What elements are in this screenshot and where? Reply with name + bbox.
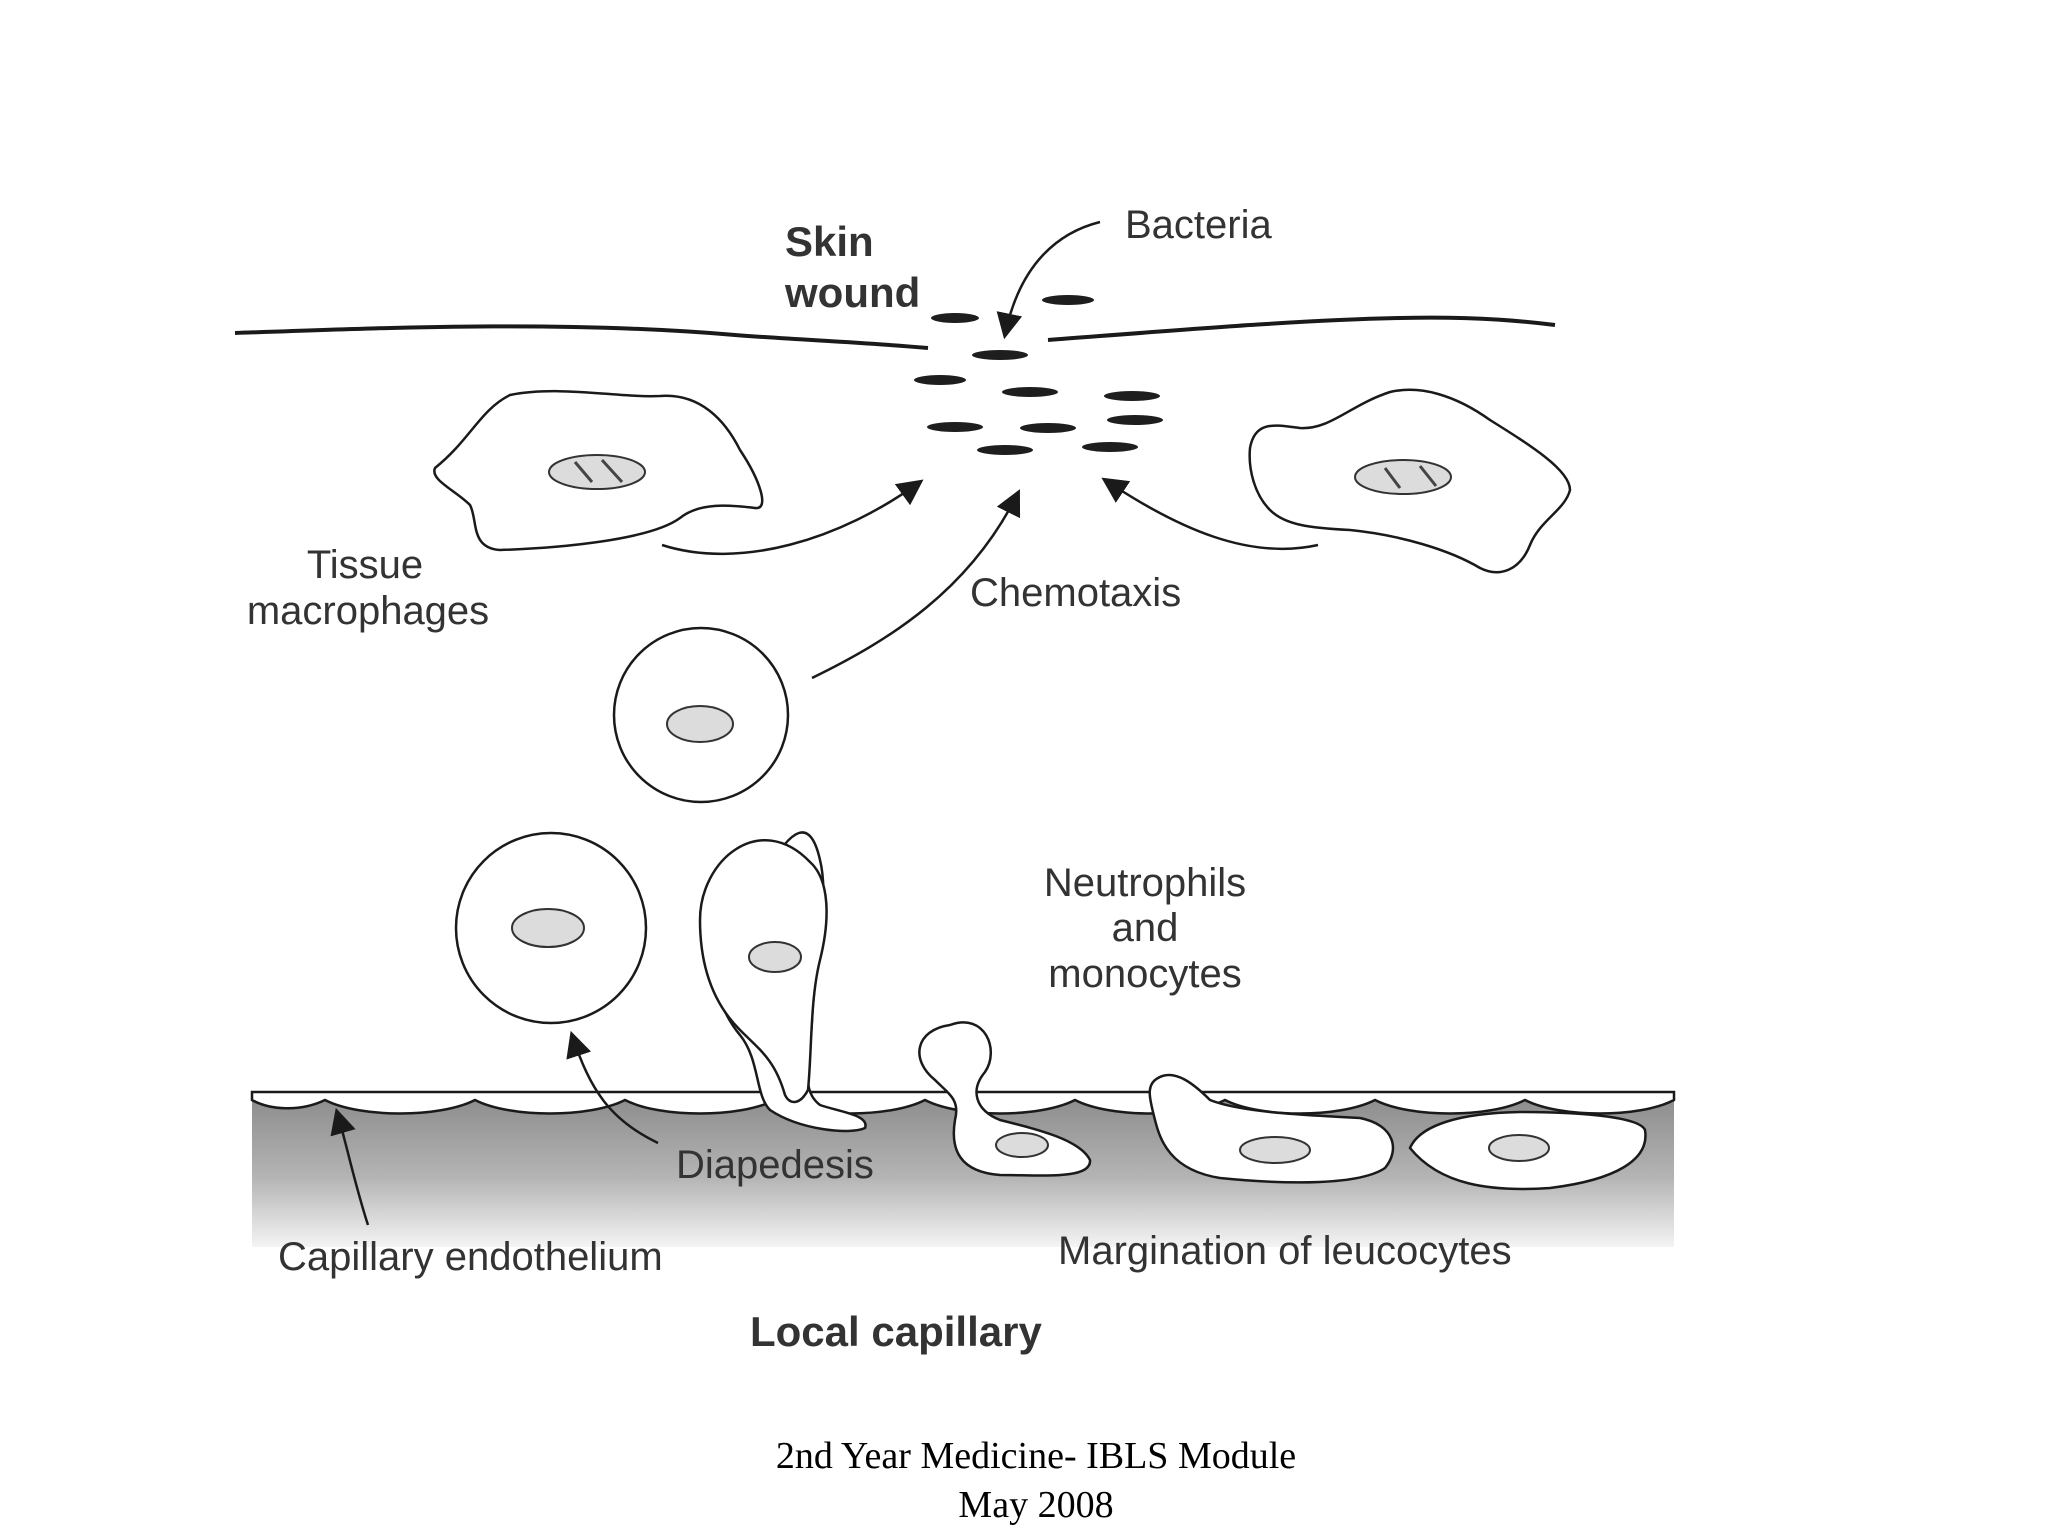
bacterium xyxy=(1042,295,1094,305)
diapedesis-arrow xyxy=(566,1030,659,1145)
footer-line2: May 2008 xyxy=(958,1484,1113,1526)
bacteria-arrow xyxy=(996,220,1101,340)
bacteria-group xyxy=(914,295,1163,455)
bacteria-label: Bacteria xyxy=(1125,203,1272,247)
diapedesis-cell-small xyxy=(918,1021,1092,1177)
neutrophils-label-line2: and xyxy=(1112,906,1179,950)
bacterium xyxy=(972,350,1028,360)
nucleus xyxy=(548,454,646,490)
nucleus xyxy=(995,1132,1049,1158)
neutrophils-label-line3: monocytes xyxy=(1048,952,1241,996)
bacterium xyxy=(1104,391,1160,401)
nucleus-detail xyxy=(1383,465,1438,489)
tissue-macrophages-label-line2: macrophages xyxy=(247,589,489,633)
nucleus xyxy=(511,908,585,948)
bacterium xyxy=(977,445,1033,455)
chemotaxis-arrow-left xyxy=(661,479,924,556)
margination-label: Margination of leucocytes xyxy=(1058,1229,1512,1273)
nucleus-detail xyxy=(573,458,624,484)
skin-surface-left xyxy=(234,324,929,350)
marginating-leucocyte xyxy=(1148,1073,1395,1184)
tissue-macrophages-label-line1: Tissue xyxy=(307,543,423,587)
chemotaxis-label: Chemotaxis xyxy=(970,571,1181,615)
bacterium xyxy=(931,313,979,323)
bacterium xyxy=(1082,442,1138,452)
nucleus xyxy=(666,705,734,743)
nucleus xyxy=(1354,459,1452,495)
bacterium xyxy=(914,375,966,385)
skin-wound-label-line1: Skin xyxy=(785,218,874,265)
capillary-endothelium-label: Capillary endothelium xyxy=(278,1235,663,1279)
bacterium xyxy=(1020,423,1076,433)
nucleus xyxy=(1239,1136,1311,1164)
local-capillary-label: Local capillary xyxy=(750,1308,1042,1355)
neutrophils-label-line1: Neutrophils xyxy=(1044,861,1246,905)
bacterium xyxy=(927,422,983,432)
skin-wound-label-line2: wound xyxy=(784,269,920,316)
nucleus xyxy=(748,941,802,973)
skin-surface-right xyxy=(1047,315,1556,342)
nucleus xyxy=(1488,1134,1550,1162)
endothelium-arrow xyxy=(330,1107,370,1226)
bacterium xyxy=(1107,415,1163,425)
diapedesis-label: Diapedesis xyxy=(676,1143,874,1187)
footer-line1: 2nd Year Medicine- IBLS Module xyxy=(776,1435,1296,1477)
chemotaxis-arrow-right xyxy=(1101,477,1319,551)
chemotaxis-arrow-center xyxy=(811,489,1021,680)
bacterium xyxy=(1002,387,1058,397)
